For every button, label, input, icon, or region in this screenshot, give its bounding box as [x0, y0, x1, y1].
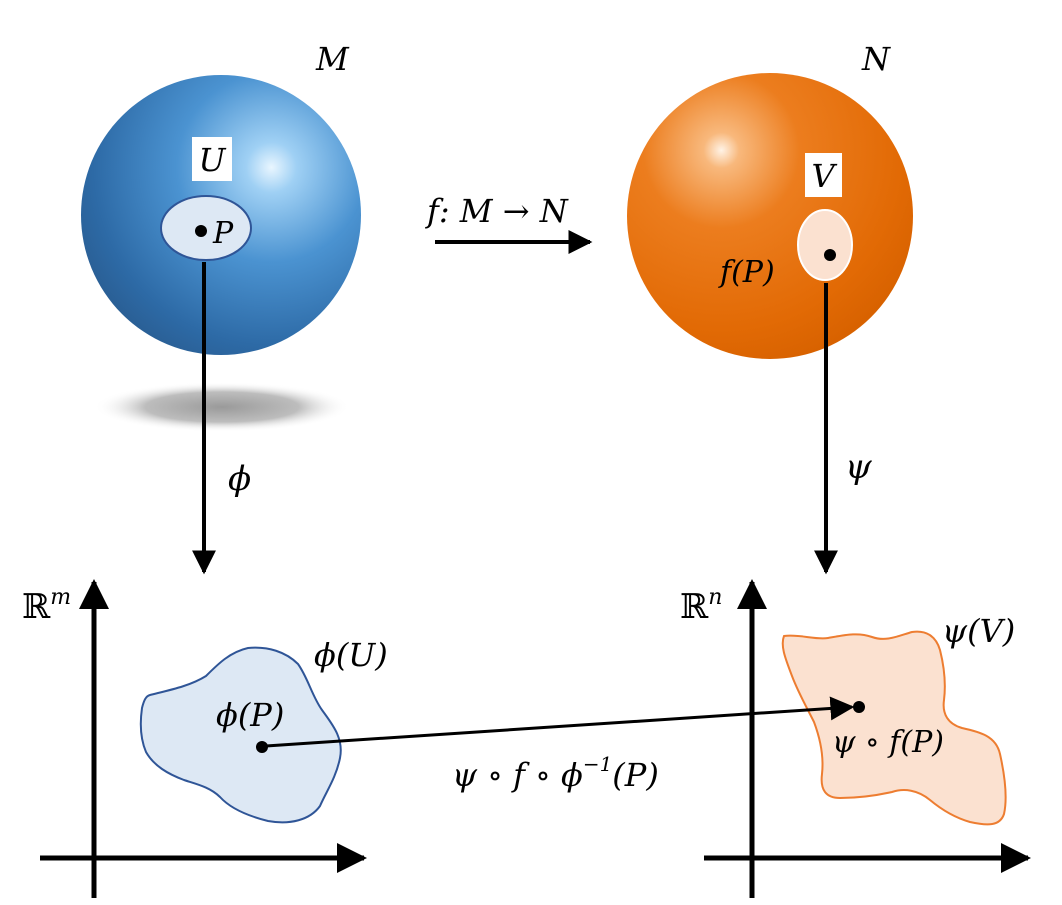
point-fp-label: f(P) — [718, 255, 775, 290]
region-psi-v-label: ψ(V) — [942, 612, 1015, 650]
sphere-n — [627, 73, 913, 359]
open-set-u-label-bg — [192, 137, 232, 181]
point-psi-f-p — [853, 701, 865, 713]
space-m-base: ℝ — [22, 587, 51, 627]
open-set-v-label-bg — [805, 153, 842, 197]
open-set-v-label: V — [811, 157, 837, 195]
transition-map-arrow — [265, 696, 855, 748]
chart-phi-label: ϕ — [228, 459, 251, 499]
manifold-m-label: M — [315, 40, 350, 78]
manifold-n-label: N — [861, 40, 891, 78]
transition-map-exp: −1 — [583, 752, 612, 776]
space-m-exponent: m — [50, 585, 71, 610]
transition-map-text: ψ ∘ f ∘ ϕ — [452, 756, 583, 794]
space-n-base: ℝ — [680, 587, 709, 627]
region-psi-v — [781, 630, 1007, 826]
point-phi-p-label: ϕ(P) — [216, 696, 284, 734]
point-fp — [824, 249, 836, 261]
sphere-m-shadow — [94, 382, 350, 432]
space-m-label: ℝm — [22, 585, 71, 627]
space-n-label: ℝn — [680, 585, 722, 627]
point-p — [195, 225, 207, 237]
point-p-label: P — [212, 216, 234, 251]
region-phi-u — [139, 646, 342, 824]
point-psi-f-p-label: ψ ∘ f(P) — [832, 725, 944, 760]
open-set-v — [797, 209, 853, 281]
transition-map-label: ψ ∘ f ∘ ϕ−1(P) — [452, 752, 659, 794]
transition-map-arg: (P) — [612, 756, 659, 794]
open-set-u-label: U — [199, 141, 227, 179]
space-n-exponent: n — [708, 585, 722, 610]
point-phi-p — [256, 741, 268, 753]
map-f-label: f: M → N — [425, 192, 569, 230]
chart-psi-label: ψ — [845, 447, 872, 487]
region-phi-u-label: ϕ(U) — [314, 636, 388, 674]
